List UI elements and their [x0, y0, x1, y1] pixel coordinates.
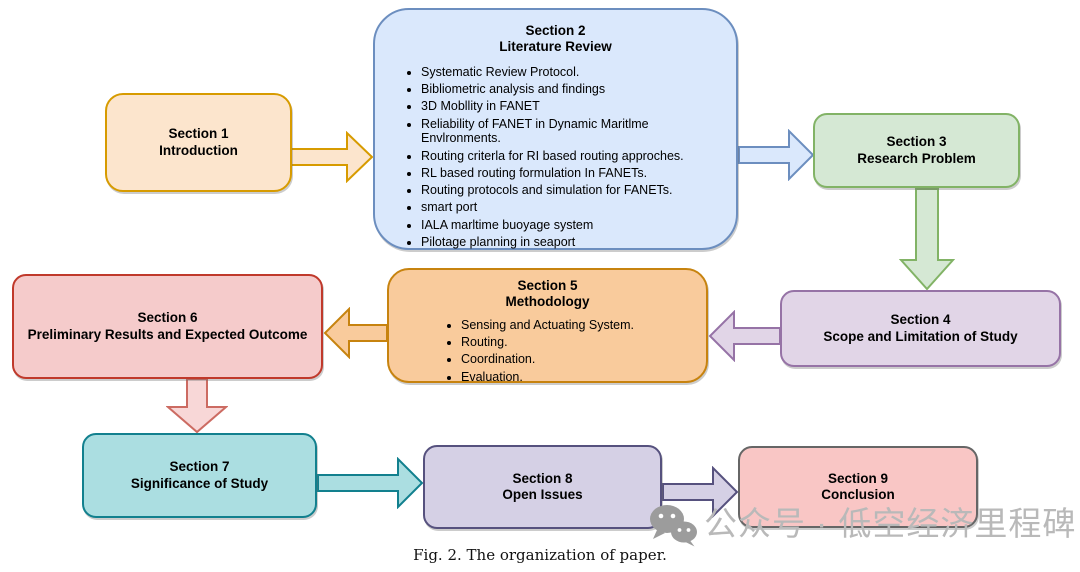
- bullet-item: 3D Mobllity in FANET: [421, 99, 730, 114]
- section-3-title: Section 3: [886, 134, 947, 150]
- bullet-item: Routing criterla for RI based routing ap…: [421, 149, 730, 164]
- section-5-subtitle: Methodology: [505, 294, 590, 310]
- section-9-subtitle: Conclusion: [821, 487, 895, 502]
- section-8-subtitle: Open Issues: [502, 487, 583, 502]
- bullet-item: IALA marltime buoyage system: [421, 218, 730, 233]
- flow-arrow-s2-to-s3-icon: [738, 129, 815, 181]
- figure-caption: Fig. 2. The organization of paper.: [413, 546, 667, 564]
- watermark: 公众号 · 低空经济里程碑: [648, 503, 1076, 547]
- bullet-item: Routing.: [461, 335, 700, 350]
- flow-arrow-s8-to-s9-icon: [662, 466, 739, 518]
- wechat-icon: [650, 505, 697, 547]
- section-5-box: Section 5 Methodology Sensing and Actuat…: [387, 268, 708, 384]
- flow-arrow-s6-to-s7-icon: [166, 379, 228, 434]
- bullet-item: Evaluation.: [461, 370, 700, 385]
- section-1-subtitle: Introduction: [159, 142, 238, 158]
- section-7-box: Section 7 Significance of Study: [82, 433, 317, 518]
- section-2-bullet-list: Systematic Review Protocol. Bibliometric …: [375, 65, 736, 252]
- flow-arrow-s7-to-s8-icon: [317, 457, 424, 509]
- section-3-subtitle: Research Problem: [857, 150, 976, 166]
- section-5-title: Section 5: [517, 278, 578, 293]
- section-2-subtitle: Literature Review: [499, 39, 612, 55]
- section-9-box: Section 9 Conclusion: [738, 446, 978, 528]
- section-4-box: Section 4 Scope and Limitation of Study: [780, 290, 1061, 367]
- section-9-title: Section 9: [827, 470, 889, 486]
- section-3-box: Section 3 Research Problem: [813, 113, 1020, 188]
- section-7-subtitle: Significance of Study: [130, 475, 269, 491]
- bullet-item: Coordination.: [461, 352, 700, 367]
- bullet-item: Sensing and Actuating System.: [461, 318, 700, 333]
- bullet-item: Bibliometric analysis and findings: [421, 82, 730, 97]
- section-6-title: Section 6: [137, 310, 198, 326]
- flow-arrow-s3-to-s4-icon: [899, 188, 955, 291]
- watermark-text: 公众号 · 低空经济里程碑: [704, 505, 1077, 542]
- section-4-subtitle: Scope and Limitation of Study: [823, 328, 1018, 344]
- section-6-box: Section 6 Preliminary Results and Expect…: [12, 274, 323, 379]
- bullet-item: Systematic Review Protocol.: [421, 65, 730, 80]
- bullet-item: Routing protocols and simulation for FAN…: [421, 183, 730, 198]
- section-6-subtitle: Preliminary Results and Expected Outcome: [27, 326, 308, 342]
- bullet-item: smart port: [421, 200, 730, 215]
- section-2-title: Section 2: [525, 23, 586, 38]
- section-8-box: Section 8 Open Issues: [423, 445, 662, 529]
- flow-arrow-s5-to-s6-icon: [323, 307, 388, 359]
- section-1-title: Section 1: [168, 126, 229, 142]
- section-8-title: Section 8: [512, 470, 573, 486]
- section-1-box: Section 1 Introduction: [105, 93, 292, 192]
- bullet-item: RL based routing formulation In FANETs.: [421, 166, 730, 181]
- flow-arrow-s1-to-s2-icon: [290, 131, 374, 183]
- bullet-item: Reliability of FANET in Dynamic Maritlme…: [421, 117, 730, 147]
- section-4-title: Section 4: [890, 312, 951, 328]
- section-5-bullet-list: Sensing and Actuating System. Routing. Coo…: [389, 318, 706, 387]
- section-2-box: Section 2 Literature Review Systematic R…: [373, 8, 738, 250]
- section-7-title: Section 7: [169, 459, 230, 475]
- bullet-item: Pilotage planning in seaport: [421, 235, 730, 250]
- flow-arrow-s4-to-s5-icon: [708, 310, 781, 362]
